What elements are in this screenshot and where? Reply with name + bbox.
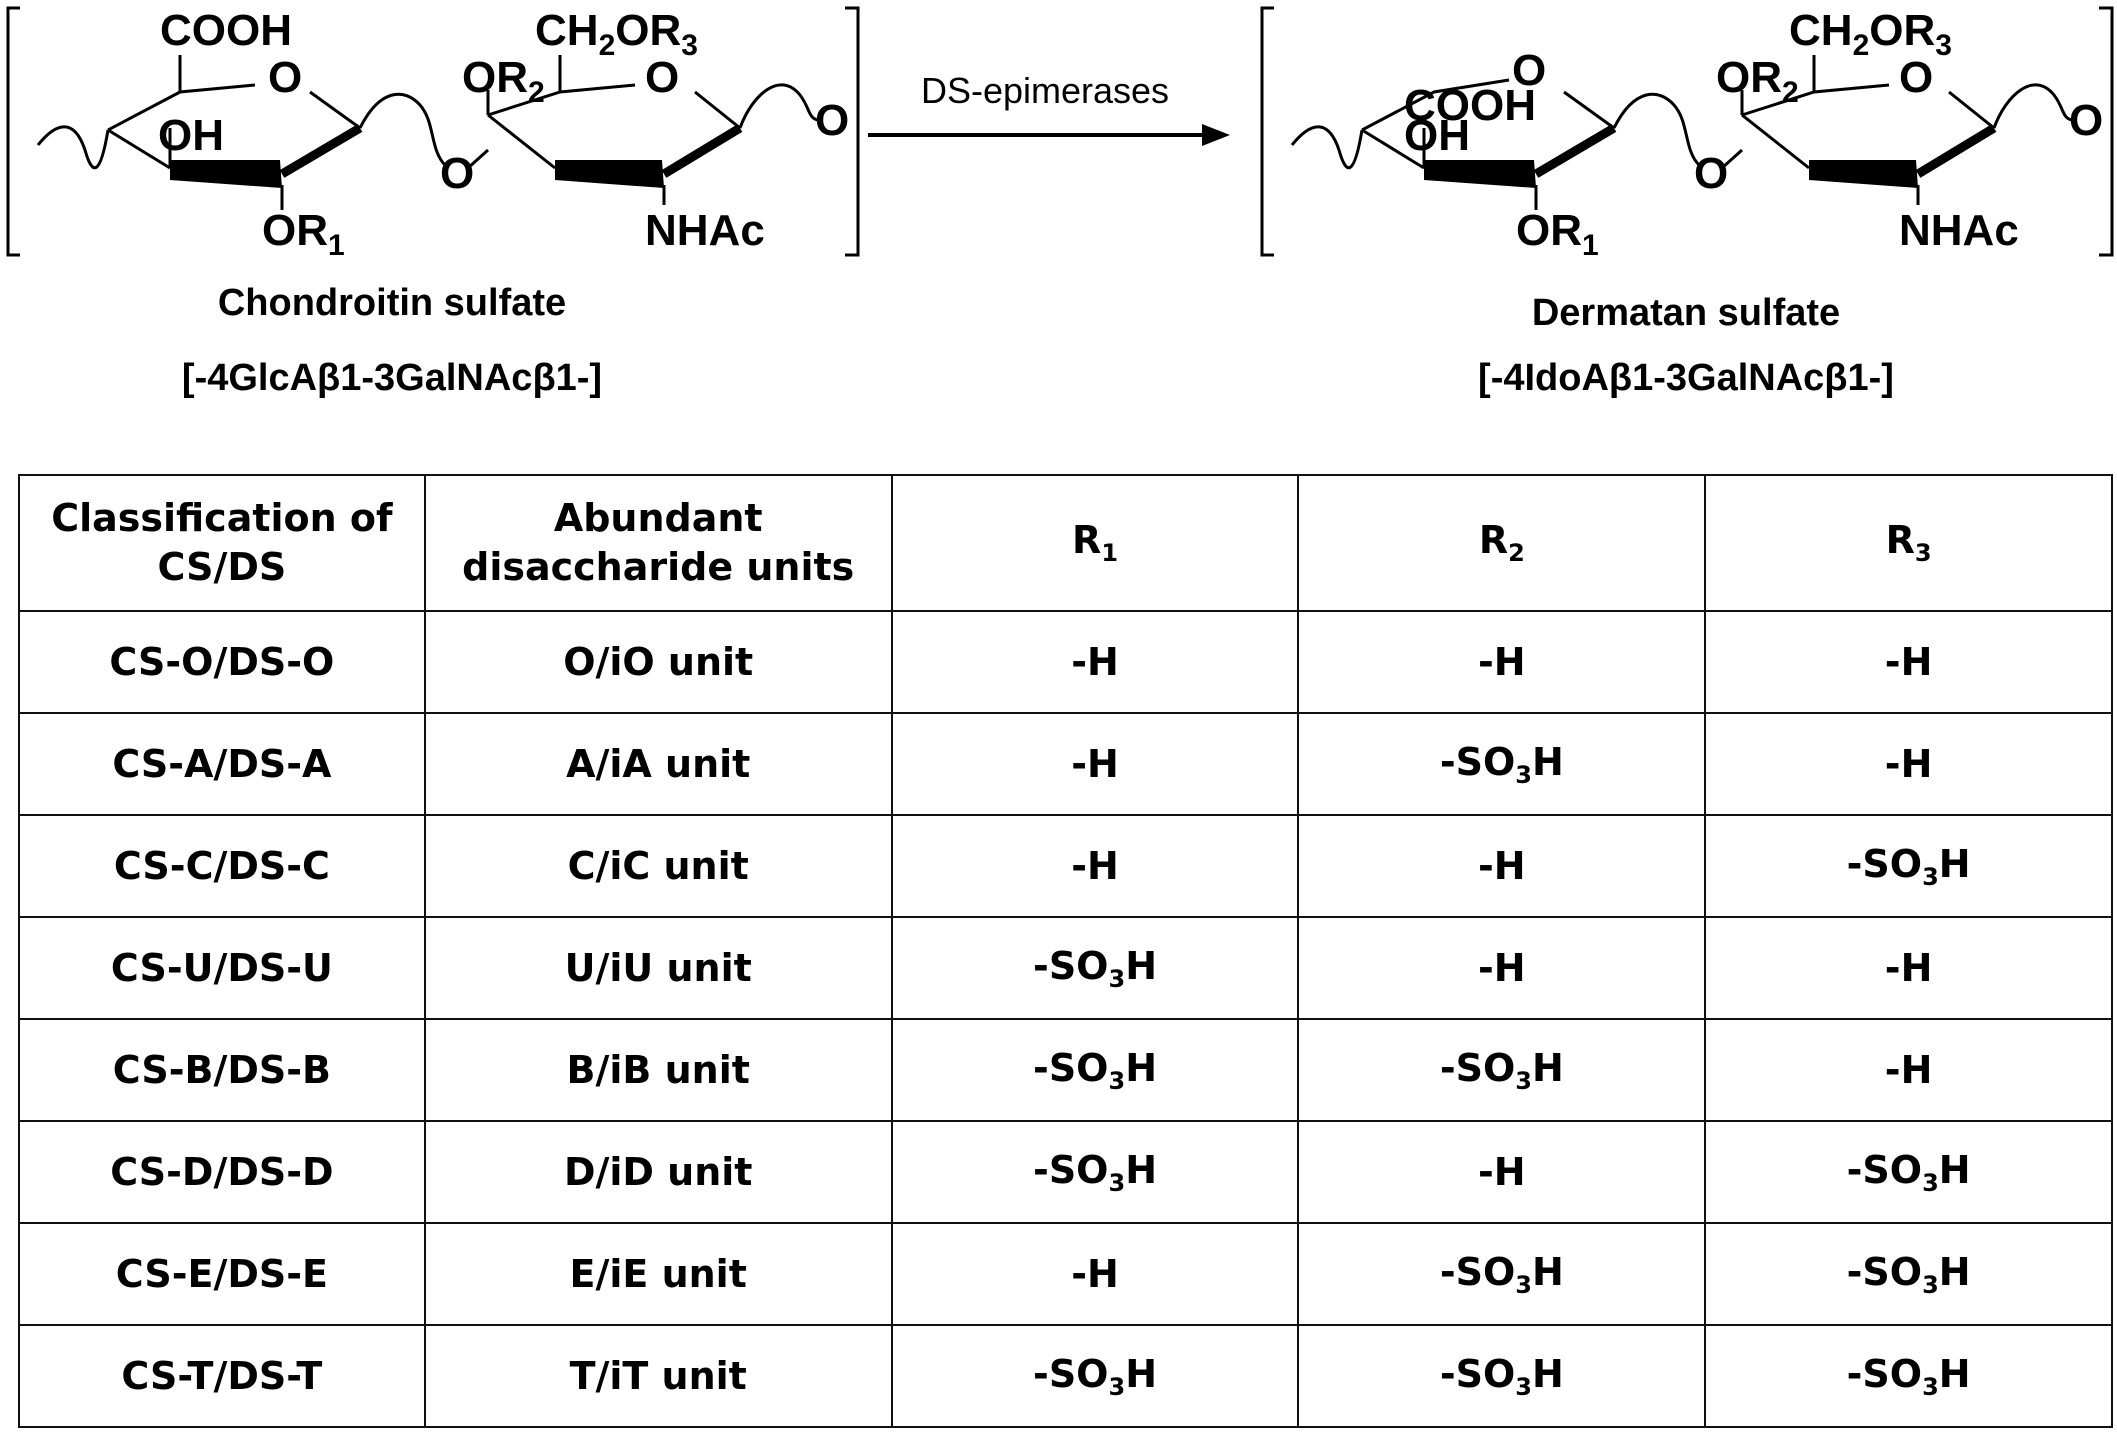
cell-r3: -H <box>1704 712 2113 816</box>
right-or1-label: OR1 <box>1516 206 1599 262</box>
right-oh-label: OH <box>1404 111 1470 160</box>
cell-r2: -SO3H <box>1297 1324 1707 1428</box>
left-ring-o1: O <box>268 53 302 102</box>
cell-r3: -H <box>1704 610 2113 714</box>
arrow-label: DS-epimerases <box>921 70 1169 111</box>
epimerase-arrow: DS-epimerases <box>868 70 1230 146</box>
cell-r1: -SO3H <box>890 1120 1300 1224</box>
left-ring-o2: O <box>645 53 679 102</box>
chondroitin-sulfate-structure: COOH O OH OR1 O CH2OR3 OR2 O NHAc O <box>6 6 860 262</box>
cell-classification: CS-U/DS-U <box>18 916 426 1020</box>
cell-disaccharide-unit: A/iA unit <box>423 712 893 816</box>
dermatan-sulfate-caption: Dermatan sulfate <box>1532 292 1840 334</box>
cell-r1: -H <box>890 1222 1300 1326</box>
left-ch2or3-label: CH2OR3 <box>535 6 698 62</box>
cell-r2: -SO3H <box>1297 1222 1707 1326</box>
left-glyco-o: O <box>440 149 474 198</box>
cell-classification: CS-D/DS-D <box>18 1120 426 1224</box>
cell-r2: -H <box>1297 610 1707 714</box>
chondroitin-sulfate-sequence: [-4GlcAβ1-3GalNAcβ1-] <box>182 357 602 399</box>
dermatan-sulfate-sequence: [-4IdoAβ1-3GalNAcβ1-] <box>1478 357 1894 399</box>
cell-disaccharide-unit: T/iT unit <box>423 1324 893 1428</box>
cell-r3: -H <box>1704 916 2113 1020</box>
right-glyco-o: O <box>1694 149 1728 198</box>
left-or2-label: OR2 <box>462 53 545 109</box>
cell-r2: -H <box>1297 814 1707 918</box>
cell-disaccharide-unit: B/iB unit <box>423 1018 893 1122</box>
right-end-o: O <box>2069 96 2103 145</box>
cell-r3: -SO3H <box>1704 1120 2113 1224</box>
right-ring-o1: O <box>1512 46 1546 95</box>
left-cooh-label: COOH <box>160 6 292 55</box>
cell-r1: -H <box>890 814 1300 918</box>
cell-r2: -H <box>1297 1120 1707 1224</box>
cell-r2: -SO3H <box>1297 712 1707 816</box>
cell-r3: -SO3H <box>1704 1222 2113 1326</box>
cell-classification: CS-E/DS-E <box>18 1222 426 1326</box>
cell-classification: CS-C/DS-C <box>18 814 426 918</box>
cell-disaccharide-unit: C/iC unit <box>423 814 893 918</box>
cell-r1: -H <box>890 712 1300 816</box>
cell-r1: -SO3H <box>890 1018 1300 1122</box>
reaction-scheme: COOH O OH OR1 O CH2OR3 OR2 O NHAc O Chon… <box>6 6 2114 399</box>
cell-disaccharide-unit: O/iO unit <box>423 610 893 714</box>
right-or2-label: OR2 <box>1716 53 1799 109</box>
header-r1: R1 <box>890 474 1300 612</box>
left-oh-label: OH <box>158 111 224 160</box>
cell-classification: CS-T/DS-T <box>18 1324 426 1428</box>
cell-r3: -SO3H <box>1704 814 2113 918</box>
left-or1-label: OR1 <box>262 206 345 262</box>
cell-r3: -SO3H <box>1704 1324 2113 1428</box>
cell-disaccharide-unit: D/iD unit <box>423 1120 893 1224</box>
cell-r2: -SO3H <box>1297 1018 1707 1122</box>
header-r2: R2 <box>1297 474 1707 612</box>
cell-r2: -H <box>1297 916 1707 1020</box>
cell-r1: -H <box>890 610 1300 714</box>
cell-classification: CS-B/DS-B <box>18 1018 426 1122</box>
cell-r3: -H <box>1704 1018 2113 1122</box>
cell-classification: CS-O/DS-O <box>18 610 426 714</box>
cell-disaccharide-unit: U/iU unit <box>423 916 893 1020</box>
header-r3: R3 <box>1704 474 2113 612</box>
cell-r1: -SO3H <box>890 1324 1300 1428</box>
right-cooh-label: COOH <box>1404 81 1536 130</box>
chondroitin-sulfate-caption: Chondroitin sulfate <box>218 282 566 324</box>
cell-classification: CS-A/DS-A <box>18 712 426 816</box>
dermatan-sulfate-structure: COOH O OH OR1 O CH2OR3 OR2 O NHAc O <box>1260 6 2114 262</box>
left-end-o: O <box>815 96 849 145</box>
cell-disaccharide-unit: E/iE unit <box>423 1222 893 1326</box>
right-ch2or3-label: CH2OR3 <box>1789 6 1952 62</box>
cell-r1: -SO3H <box>890 916 1300 1020</box>
right-nhac-label: NHAc <box>1899 206 2019 255</box>
left-nhac-label: NHAc <box>645 206 765 255</box>
right-ring-o2: O <box>1899 53 1933 102</box>
